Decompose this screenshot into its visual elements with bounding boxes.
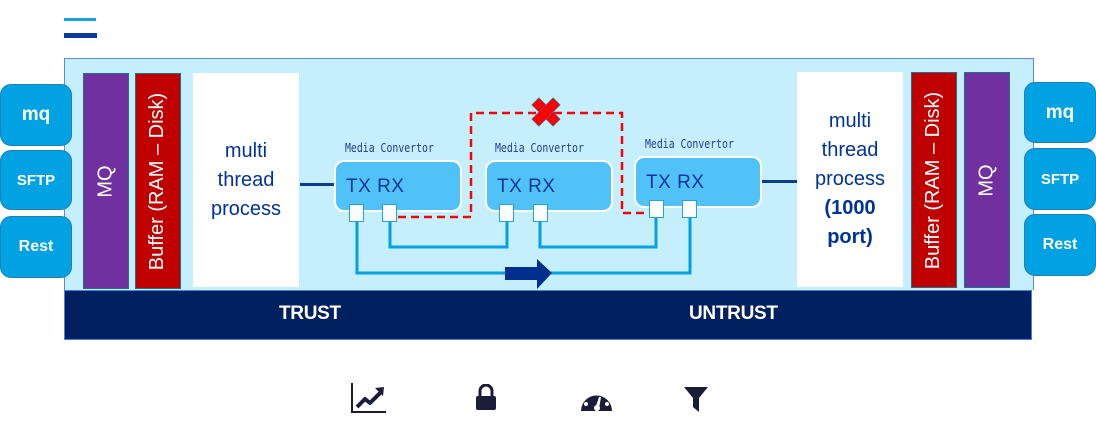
right-mq-block: MQ xyxy=(964,72,1010,288)
media-convertor-3-rx-port[interactable] xyxy=(682,200,697,218)
media-convertor-2-tx-port[interactable] xyxy=(499,204,514,222)
left-process-line: thread xyxy=(217,168,275,191)
left-interface-mq-label: mq xyxy=(21,104,51,125)
right-interface-mq-label: mq xyxy=(1045,101,1075,123)
chart-line-icon[interactable] xyxy=(351,383,387,413)
link-mc1-tx-to-mc3-rx xyxy=(355,217,692,275)
right-interface-sftp[interactable]: SFTP xyxy=(1024,148,1096,210)
zone-trust-label: TRUST xyxy=(279,303,341,324)
left-interface-mq[interactable]: mq xyxy=(0,84,72,146)
media-convertor-3-tx-port[interactable] xyxy=(649,200,664,218)
right-process-port-line: (1000 xyxy=(824,197,876,219)
right-process-line: thread xyxy=(821,139,879,161)
right-process-port-line: port) xyxy=(827,226,873,248)
right-process-line: process xyxy=(814,168,886,190)
left-process-line: process xyxy=(210,197,282,220)
left-buffer-block: Buffer (RAM – Disk) xyxy=(135,73,181,289)
media-convertor-1[interactable]: TX RX xyxy=(334,160,462,212)
media-convertor-1-tx-port[interactable] xyxy=(349,204,364,222)
right-buffer-block: Buffer (RAM – Disk) xyxy=(911,72,957,288)
right-interface-sftp-label: SFTP xyxy=(1040,170,1080,188)
right-process-connector xyxy=(762,180,797,183)
left-interface-sftp[interactable]: SFTP xyxy=(0,150,72,210)
media-convertor-3-txrx: TX RX xyxy=(646,172,705,193)
right-interface-rest-label: Rest xyxy=(1042,236,1078,253)
logo-line-bottom xyxy=(64,33,97,38)
left-interface-rest[interactable]: Rest xyxy=(0,216,72,278)
media-convertor-3[interactable]: TX RX xyxy=(634,156,762,208)
zone-untrust-label: UNTRUST xyxy=(689,303,778,324)
right-interface-rest[interactable]: Rest xyxy=(1024,214,1096,276)
logo-line-top xyxy=(64,18,96,21)
media-convertor-1-label: Media Convertor xyxy=(345,141,434,155)
left-mq-block: MQ xyxy=(83,73,129,289)
media-convertor-1-rx-port[interactable] xyxy=(382,204,397,222)
gauge-icon[interactable] xyxy=(580,385,613,413)
flow-arrow xyxy=(505,259,552,289)
media-convertor-3-label: Media Convertor xyxy=(645,137,734,151)
media-convertor-1-txrx: TX RX xyxy=(346,176,405,197)
left-process-connector xyxy=(300,183,334,186)
right-process-line: multi xyxy=(828,110,872,132)
filter-icon[interactable] xyxy=(684,387,708,413)
media-convertor-2-txrx: TX RX xyxy=(497,176,556,197)
right-interface-mq[interactable]: mq xyxy=(1024,82,1096,143)
left-process-block: multi thread process xyxy=(193,73,299,287)
right-process-block: multi thread process (1000 port) xyxy=(797,72,903,287)
red-x-icon xyxy=(531,97,561,127)
left-process-line: multi xyxy=(224,139,268,162)
link-mc1-rx-to-mc2-tx xyxy=(388,220,509,249)
left-interface-rest-label: Rest xyxy=(18,238,54,255)
lock-icon[interactable] xyxy=(475,384,497,411)
left-interface-sftp-label: SFTP xyxy=(16,171,56,189)
zone-bar: TRUST UNTRUST xyxy=(64,290,1032,340)
media-convertor-2-rx-port[interactable] xyxy=(533,204,548,222)
media-convertor-2-label: Media Convertor xyxy=(495,141,584,155)
link-mc2-rx-to-mc3-tx xyxy=(538,217,658,249)
media-convertor-2[interactable]: TX RX xyxy=(485,160,613,212)
